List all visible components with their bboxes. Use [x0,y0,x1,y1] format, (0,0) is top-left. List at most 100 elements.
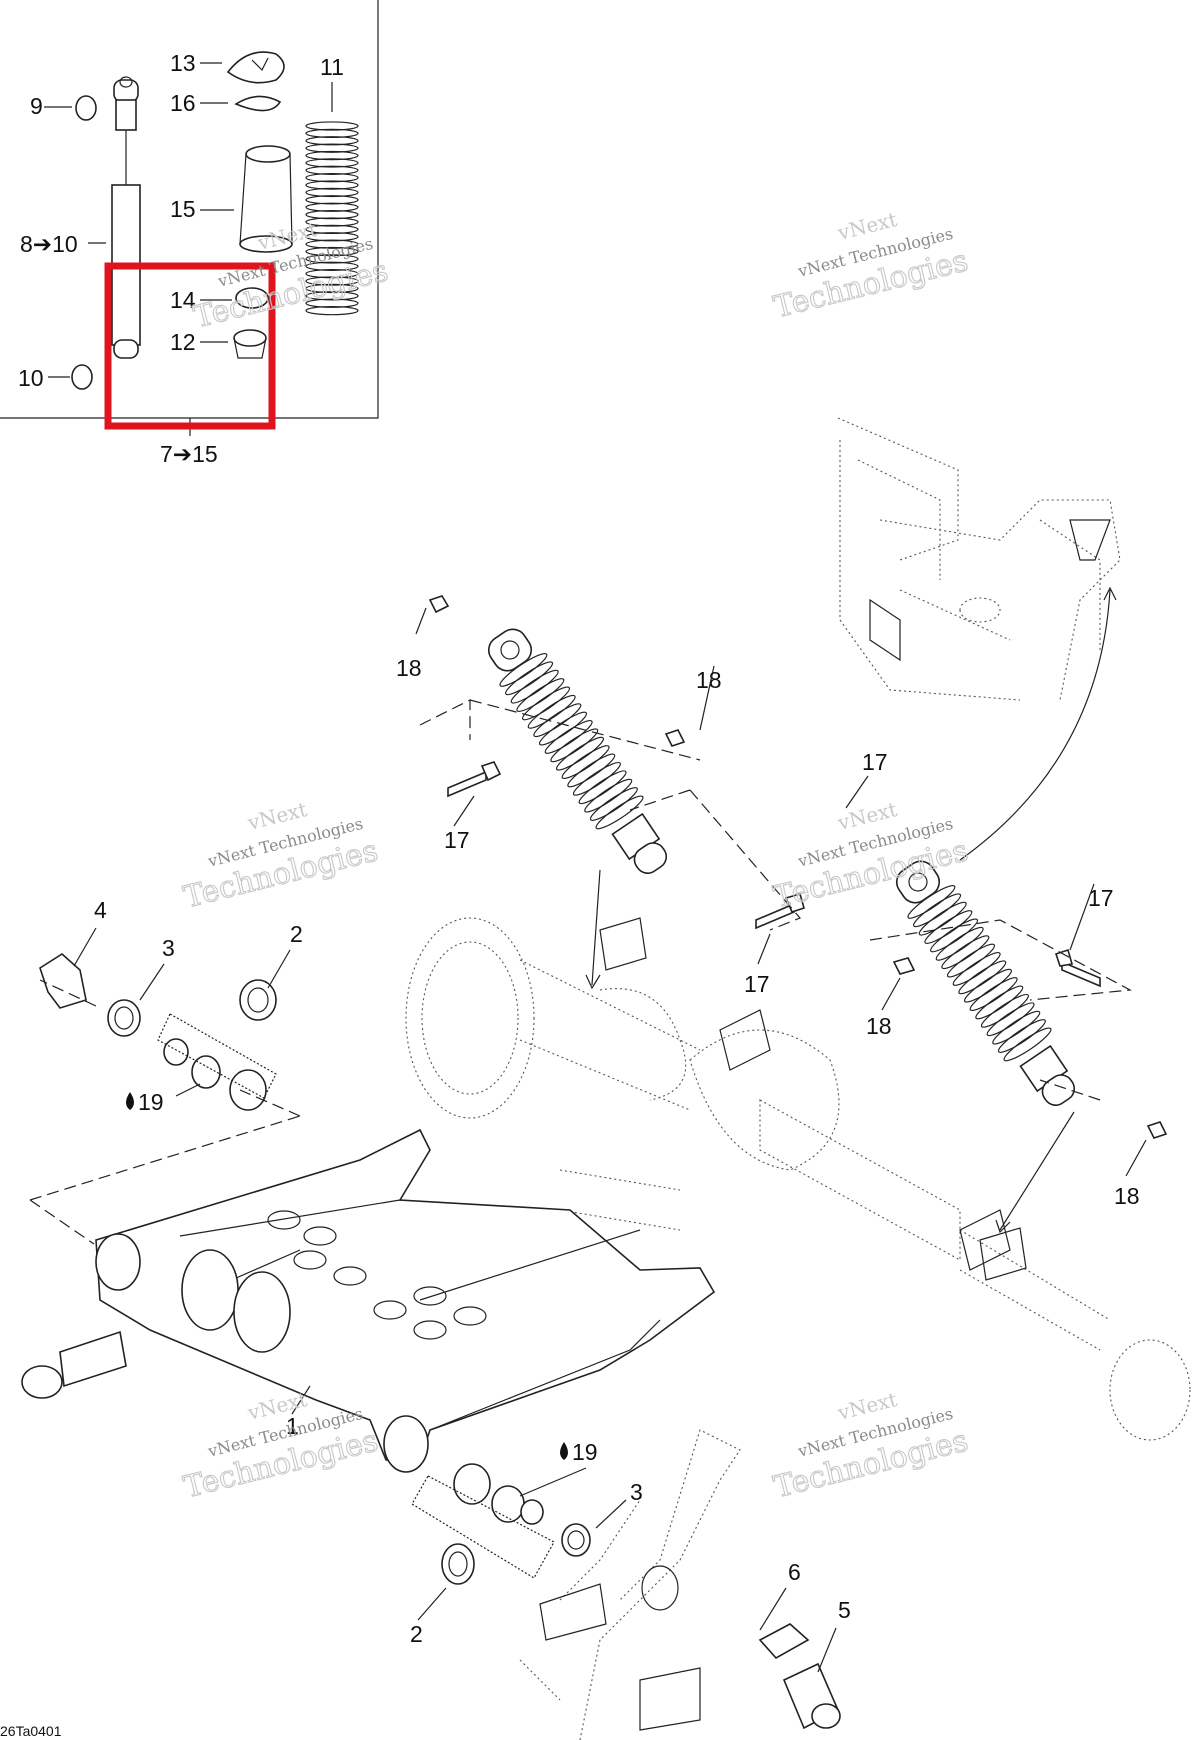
drawing-code: 26Ta0401 [0,1723,62,1739]
spring-coil [305,187,359,198]
spring-coil [305,143,359,153]
spring-coil [305,232,359,242]
spring-coil [305,180,359,190]
spring-coil [550,728,599,763]
callout-11: 11 [320,54,344,80]
spring-coil [305,195,359,205]
spring-coil [992,1010,1041,1045]
spring-coil [924,910,973,944]
callout-15: 15 [170,196,196,222]
spring-coil [572,761,621,796]
spring-coil [305,239,359,249]
shock-absorber-body [111,76,141,359]
spring-coil [595,795,644,830]
callout-3-a: 3 [162,935,175,961]
callout-17-a: 17 [444,827,470,853]
spring-coil [510,669,559,704]
fasteners [419,595,1168,1139]
callout-5: 5 [838,1597,851,1623]
spring-coil [305,283,359,294]
callout-18-a: 18 [396,655,422,681]
highlight-box [104,262,276,430]
spring-retainer-13 [226,51,285,84]
frame-detail-ghost [837,417,1121,861]
spring-coil [305,224,359,235]
spring-coil [578,770,627,805]
callout-9: 9 [30,93,43,119]
spring-coil [305,136,359,146]
spring-coil [975,985,1024,1020]
spring-coil [969,977,1018,1012]
spring-coil [907,884,956,919]
callout-19-b: 19 [572,1439,598,1465]
callout-16: 16 [170,90,196,116]
washer-16 [234,95,282,112]
spring-coil [544,720,593,754]
spring-coil [952,952,1001,986]
coil-spring-11 [305,121,359,316]
spring-coil [499,652,548,687]
spring-coil [305,165,359,175]
callout-3-b: 3 [630,1479,643,1505]
callout-17-b: 17 [862,749,888,775]
spring-coil [963,968,1012,1003]
callout-7-15: 7➔15 [160,441,218,467]
spring-coil [305,246,359,257]
spring-coil [305,173,359,183]
spring-coil [986,1002,1035,1037]
spring-coil [555,736,604,771]
grease-drop-icon [126,1092,134,1110]
callout-6: 6 [788,1559,801,1585]
swing-arm-1 [21,1128,716,1473]
spring-coil [305,298,359,308]
spring-coil [305,254,359,264]
spring-coil [305,217,359,227]
spring-coil [305,128,359,139]
spring-coil [305,150,359,161]
callout-2-b: 2 [410,1621,423,1647]
spring-coil [305,291,359,301]
bearing-set-upper [29,953,301,1245]
spring-coil [918,901,967,936]
spring-coil [567,753,616,788]
bushing-10 [71,364,93,390]
spring-coil [584,778,633,813]
spring-coil [1003,1027,1052,1062]
frame-ghost-lower [519,1429,841,1740]
spring-coil [913,893,962,928]
spring-coil [946,943,996,978]
callout-13: 13 [170,50,196,76]
spring-coil [930,918,979,953]
spring-coil [305,209,359,220]
spring-coil [935,926,984,961]
callout-1: 1 [286,1413,299,1439]
spring-coil [522,686,571,721]
spring-coil [305,158,359,168]
grease-drop-icon [560,1442,568,1460]
spring-coil [505,661,554,696]
spring-coil [533,703,582,738]
spring-coil [305,276,359,286]
spring-coil [941,935,990,970]
shock-detail-inset [0,0,379,436]
bump-stop-15 [239,145,293,253]
collar-12 [233,329,267,359]
spring-coil [305,269,359,279]
spring-coil [305,261,359,271]
rear-shock-left [487,628,668,874]
bushing-9 [75,95,97,121]
callout-19-a: 19 [138,1089,164,1115]
spring-coil [516,678,565,712]
spring-coil [527,694,576,729]
ring-14 [235,287,269,309]
spring-coil [305,305,359,316]
spring-coil [589,787,638,821]
callout-18-c: 18 [866,1013,892,1039]
spring-coil [980,993,1029,1028]
rear-axle-ghost [405,917,1191,1441]
callout-10: 10 [18,365,44,391]
rear-shock-right [895,860,1076,1106]
callout-18-d: 18 [1114,1183,1140,1209]
callout-17-d: 17 [744,971,770,997]
